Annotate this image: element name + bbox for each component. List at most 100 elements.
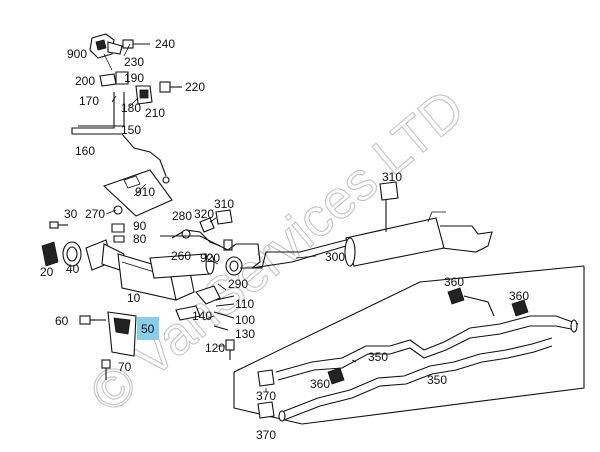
part-230-bracket — [107, 41, 123, 55]
label-120[interactable]: 120 — [205, 341, 225, 355]
part-100-bracket-rod — [213, 311, 235, 319]
part-370-clamp-b — [257, 401, 275, 419]
label-360-a[interactable]: 360 — [444, 275, 464, 289]
mount-bracket-group — [79, 311, 137, 380]
leader-320 — [209, 217, 217, 223]
label-230[interactable]: 230 — [124, 55, 144, 69]
label-350-b[interactable]: 350 — [427, 373, 447, 387]
label-60[interactable]: 60 — [55, 314, 69, 328]
label-310[interactable]: 310 — [214, 197, 234, 211]
label-80[interactable]: 80 — [133, 232, 147, 246]
label-270[interactable]: 270 — [85, 207, 105, 221]
part-300-front-pipe-outline — [160, 235, 347, 269]
label-160[interactable]: 160 — [75, 144, 95, 158]
part-labels[interactable]: 900 240 230 200 190 220 170 180 210 150 … — [40, 37, 529, 442]
part-30-bolt-head — [49, 221, 59, 229]
label-150[interactable]: 150 — [121, 123, 141, 137]
label-190[interactable]: 190 — [124, 71, 144, 85]
part-240-bolt-head — [122, 39, 134, 49]
part-110-strap — [215, 295, 235, 307]
label-290[interactable]: 290 — [228, 277, 248, 291]
part-300-silencer-body — [345, 217, 445, 267]
leader-900 — [103, 53, 113, 71]
part-350-pipe-a-tip — [570, 319, 578, 333]
label-310b[interactable]: 310 — [382, 170, 402, 184]
part-300-hanger-stud — [427, 211, 446, 223]
label-200[interactable]: 200 — [75, 74, 95, 88]
label-50[interactable]: 50 — [141, 322, 155, 336]
label-10[interactable]: 10 — [127, 291, 141, 305]
part-290-bracket — [195, 285, 221, 305]
part-50-rubber-insert — [113, 317, 131, 335]
label-370-a[interactable]: 370 — [256, 389, 276, 403]
leader-140 — [203, 315, 215, 321]
leader-170 — [111, 95, 117, 103]
part-40-gasket-hole — [66, 246, 78, 262]
part-360-hanger-b — [511, 299, 529, 317]
part-150-pipe-line — [78, 118, 125, 127]
part-360-hanger-a-rod — [463, 295, 495, 317]
part-190-nut — [115, 71, 129, 85]
label-70[interactable]: 70 — [118, 360, 132, 374]
leader-920 — [205, 257, 219, 265]
label-360-b[interactable]: 360 — [509, 289, 529, 303]
label-30[interactable]: 30 — [64, 207, 78, 221]
part-320-hanger — [215, 209, 233, 225]
part-920-clamp-hole — [229, 260, 239, 272]
label-110[interactable]: 110 — [235, 297, 254, 311]
label-900[interactable]: 900 — [67, 47, 87, 61]
leader-lines — [105, 43, 357, 392]
rear-exhaust-group — [233, 265, 585, 425]
part-70-bolt-head — [101, 359, 111, 369]
label-320[interactable]: 320 — [194, 207, 214, 221]
frame-line-bottom-right — [301, 266, 585, 425]
label-210[interactable]: 210 — [145, 106, 165, 120]
label-130[interactable]: 130 — [235, 327, 255, 341]
label-170[interactable]: 170 — [79, 94, 99, 108]
part-350-rear-pipe-a-top — [275, 315, 579, 373]
leader-270 — [105, 209, 117, 215]
label-260[interactable]: 260 — [171, 249, 191, 263]
part-90-nut — [111, 223, 125, 233]
label-280[interactable]: 280 — [172, 209, 192, 223]
label-20[interactable]: 20 — [40, 265, 54, 279]
leader-350 — [351, 359, 357, 363]
part-310-hanger-rubber — [379, 181, 399, 201]
heat-shield-group — [102, 169, 173, 217]
part-900-mount — [95, 39, 107, 51]
label-370-b[interactable]: 370 — [256, 428, 276, 442]
part-360-hanger-a — [447, 287, 465, 305]
mid-sensor-group — [171, 209, 233, 251]
part-260-wire — [171, 229, 221, 247]
part-350-rear-pipe-b-bottom — [283, 345, 553, 421]
label-140[interactable]: 140 — [192, 309, 212, 323]
label-360-c[interactable]: 360 — [310, 377, 330, 391]
left-sensor-group — [49, 205, 125, 243]
part-300-front-pipe-inner — [240, 239, 347, 269]
label-350-a[interactable]: 350 — [368, 350, 388, 364]
label-90[interactable]: 90 — [133, 219, 147, 233]
part-130-bolt — [213, 325, 229, 331]
part-910-shield-detail — [123, 175, 141, 189]
part-300-tail-pipe — [440, 225, 493, 253]
part-80-washer — [113, 235, 125, 243]
leader-230 — [123, 43, 131, 57]
part-350-rear-pipe-a-bottom — [277, 325, 577, 381]
label-910[interactable]: 910 — [135, 185, 155, 199]
part-370-clamp-a — [257, 369, 275, 387]
part-260-sensor — [181, 229, 191, 239]
label-300[interactable]: 300 — [325, 250, 345, 264]
label-40[interactable]: 40 — [66, 262, 80, 276]
part-910-heat-shield — [102, 169, 173, 217]
part-300-silencer-front — [344, 237, 356, 267]
leader-180 — [129, 97, 139, 107]
label-240[interactable]: 240 — [155, 37, 175, 51]
front-flange-group — [41, 241, 82, 267]
label-920[interactable]: 920 — [200, 251, 220, 265]
label-100[interactable]: 100 — [235, 313, 255, 327]
label-180[interactable]: 180 — [121, 101, 141, 115]
label-220[interactable]: 220 — [185, 80, 205, 94]
leader-290 — [217, 283, 227, 291]
part-160-pipe-line — [71, 120, 167, 177]
